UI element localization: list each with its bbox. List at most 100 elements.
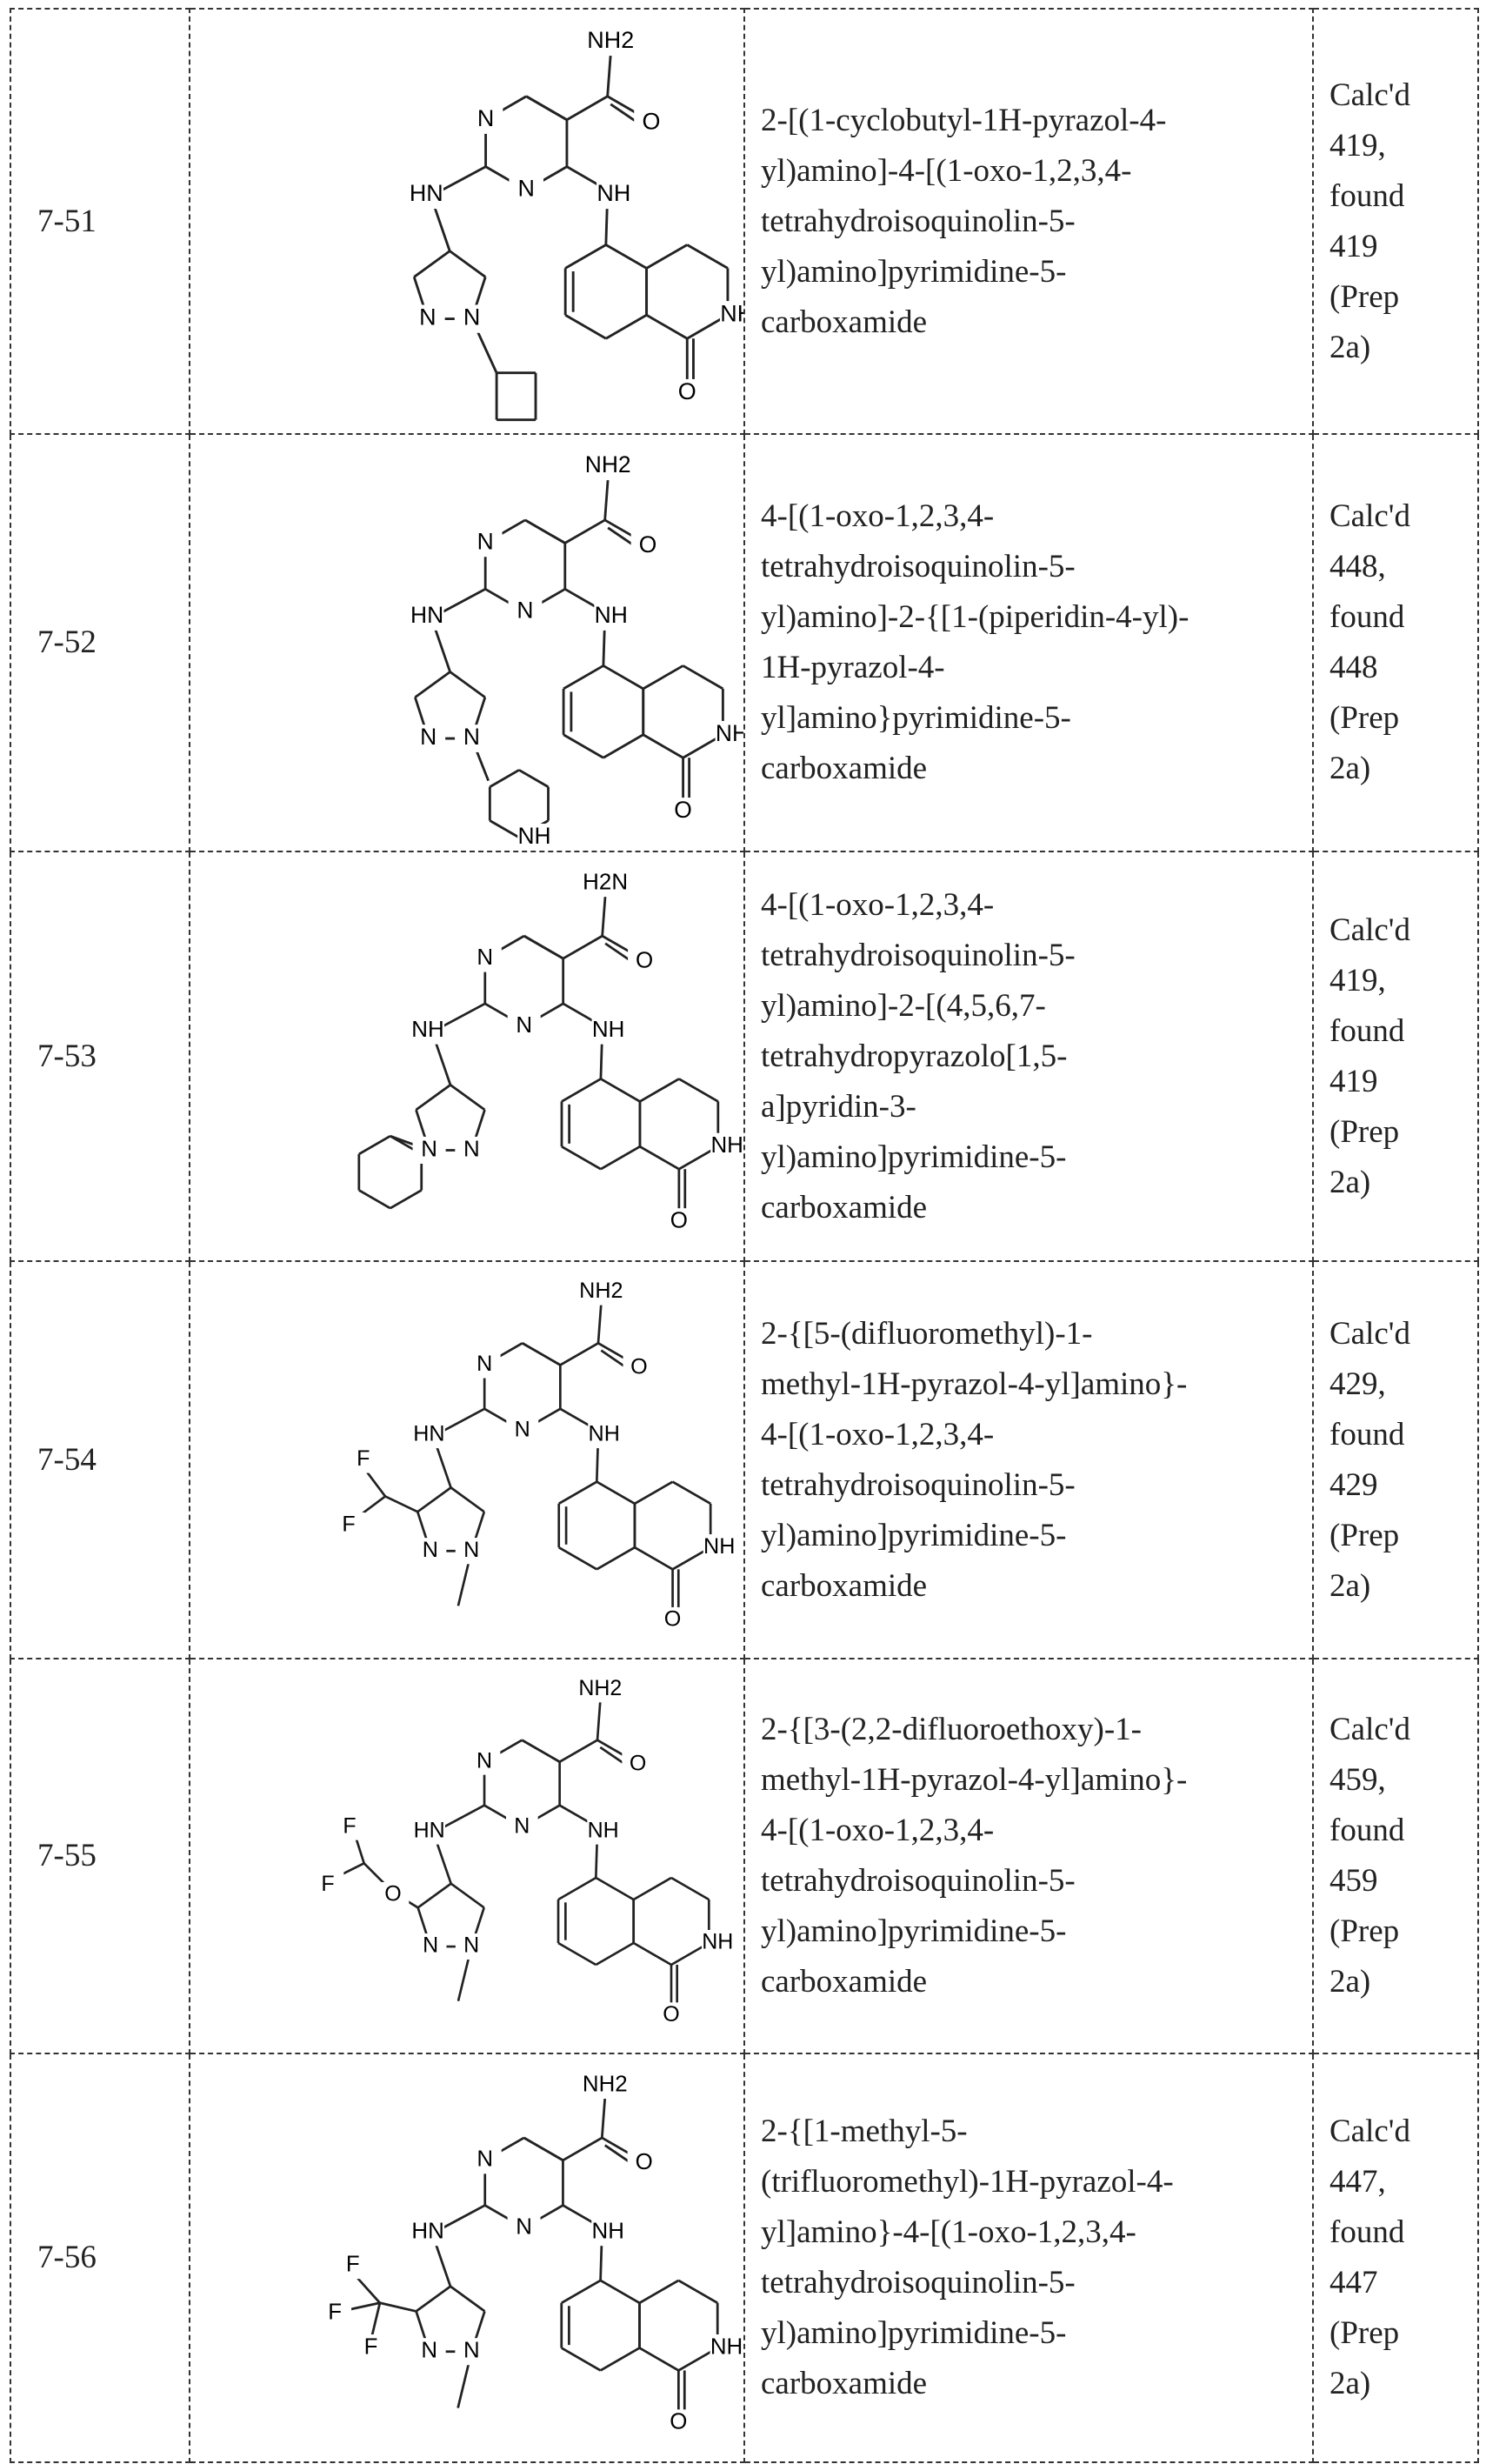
lactam-nh-label: NH	[716, 720, 743, 746]
lactam-bond	[643, 735, 683, 758]
oxygen-label: O	[670, 1209, 688, 1233]
nitrogen-label: N	[514, 1813, 530, 1838]
mass-spec-line: Calc'd	[1329, 1705, 1477, 1755]
benzene-bond	[562, 1078, 601, 1101]
pyrazole-bond	[451, 1884, 484, 1908]
compound-name-line: yl)amino]pyrimidine-5-	[761, 1906, 1305, 1957]
compound-name: 2-{[1-methyl-5-(trifluoromethyl)-1H-pyra…	[744, 2053, 1313, 2462]
piperidine-nh-label: NH	[517, 823, 550, 849]
lactam-nh-label: NH	[720, 300, 743, 326]
mass-spec-data: Calc'd419,found419(Prep2a)	[1313, 9, 1478, 434]
lactam-bond	[647, 315, 688, 338]
nitrogen-label: N	[463, 1933, 479, 1958]
mass-spec-line: 2a)	[1329, 2359, 1477, 2409]
bond	[560, 1740, 597, 1762]
mass-spec-line: (Prep	[1329, 2308, 1477, 2359]
lactam-bond	[640, 2280, 679, 2303]
compound-id: 7-51	[10, 9, 190, 434]
bond	[523, 1343, 561, 1365]
mass-spec-line: found	[1329, 2207, 1477, 2258]
mass-spec-line: 459	[1329, 1856, 1477, 1906]
bond	[436, 1041, 450, 1085]
nitrogen-label: N	[463, 1538, 479, 1562]
lactam-bond	[678, 2280, 717, 2303]
bond	[443, 1409, 484, 1431]
bond	[443, 589, 485, 611]
lactam-bond	[683, 665, 723, 688]
mass-spec-line: 447,	[1329, 2157, 1477, 2207]
bond	[385, 1496, 417, 1512]
oxygen-label: O	[630, 1354, 648, 1379]
mass-spec-data: Calc'd447,found447(Prep2a)	[1313, 2053, 1478, 2462]
oxygen-label: O	[630, 1752, 646, 1776]
benzene-bond	[558, 1878, 596, 1900]
compound-name-line: yl)amino]-2-{[1-(piperidin-4-yl)-	[761, 592, 1305, 643]
bond	[602, 2097, 604, 2138]
table-row: 7-53NNH2NONHNHNHONN4-[(1-oxo-1,2,3,4-tet…	[10, 851, 1478, 1261]
compound-name-line: 4-[(1-oxo-1,2,3,4-	[761, 880, 1305, 931]
compound-table: 7-51NNNH2OHNNHNHONN2-[(1-cyclobutyl-1H-p…	[10, 8, 1479, 2463]
compound-name-line: methyl-1H-pyrazol-4-yl]amino}-	[761, 1755, 1305, 1806]
oxygen-label: O	[642, 108, 660, 134]
lactam-bond	[647, 244, 688, 268]
benzene-bond	[601, 2348, 640, 2371]
benzene-bond	[565, 244, 606, 268]
compound-name-line: yl)amino]pyrimidine-5-	[761, 2308, 1305, 2359]
mass-spec-line: (Prep	[1329, 272, 1477, 323]
amine-hn-label: HN	[414, 1818, 445, 1842]
bond	[608, 54, 611, 97]
bond	[560, 1343, 598, 1365]
amine-hn-label: HN	[411, 2220, 443, 2244]
mass-spec-line: 419,	[1329, 956, 1477, 1006]
benzene-bond	[596, 1943, 633, 1965]
table-row: 7-55OFFNNNH2OHNNHNHONN2-{[3-(2,2-difluor…	[10, 1659, 1478, 2053]
pyrazole-bond	[450, 251, 485, 277]
oxygen-label: O	[663, 2002, 679, 2027]
fluorine-label: F	[328, 2300, 342, 2325]
compound-name-line: yl]amino}-4-[(1-oxo-1,2,3,4-	[761, 2207, 1305, 2258]
pyrazole-bond	[417, 1487, 450, 1512]
mass-spec-data: Calc'd429,found429(Prep2a)	[1313, 1261, 1478, 1659]
compound-name-line: yl)amino]-4-[(1-oxo-1,2,3,4-	[761, 146, 1305, 197]
nitrogen-label: N	[463, 304, 480, 331]
bond	[435, 627, 450, 671]
amine-nh-label: NH	[596, 180, 630, 206]
benzene-bond	[565, 315, 606, 338]
oxygen-label: O	[678, 378, 696, 404]
nitrogen-label: N	[477, 528, 494, 554]
compound-name-line: 2-[(1-cyclobutyl-1H-pyrazol-4-	[761, 96, 1305, 146]
bond	[519, 770, 549, 786]
structure-drawing: FFFNNNH2OHNNHNHONN	[190, 2055, 743, 2461]
mass-spec-line: Calc'd	[1329, 2107, 1477, 2157]
compound-name-line: 2-{[3-(2,2-difluoroethoxy)-1-	[761, 1705, 1305, 1755]
bond	[436, 1446, 451, 1488]
table-row: 7-56FFFNNNH2OHNNHNHONN2-{[1-methyl-5-(tr…	[10, 2053, 1478, 2462]
compound-name-line: carboxamide	[761, 2359, 1305, 2409]
mass-spec-line: found	[1329, 1410, 1477, 1460]
pyrazole-bond	[414, 251, 450, 277]
compound-name-line: 4-[(1-oxo-1,2,3,4-	[761, 1410, 1305, 1460]
compound-id: 7-52	[10, 434, 190, 851]
amide-nh2-label: H2N	[583, 870, 628, 894]
nitrogen-label: N	[518, 176, 535, 202]
nitrogen-label: N	[421, 1137, 437, 1161]
compound-name: 2-[(1-cyclobutyl-1H-pyrazol-4-yl)amino]-…	[744, 9, 1313, 434]
oxygen-label: O	[664, 1607, 682, 1632]
nitrogen-label: N	[516, 2214, 532, 2239]
compound-name-line: carboxamide	[761, 744, 1305, 794]
compound-name-line: 4-[(1-oxo-1,2,3,4-	[761, 491, 1305, 542]
bond	[436, 1841, 451, 1883]
pyrazole-bond	[450, 671, 485, 697]
table-row: 7-52NHNNNH2OHNNHNHONN4-[(1-oxo-1,2,3,4-t…	[10, 434, 1478, 851]
fluorine-label: F	[342, 1512, 355, 1537]
benzene-bond	[596, 1547, 635, 1569]
mass-spec-line: (Prep	[1329, 1906, 1477, 1957]
mass-spec-line: found	[1329, 1006, 1477, 1057]
amine-nh-label: NH	[595, 602, 628, 628]
compound-name-line: tetrahydropyrazolo[1,5-	[761, 1032, 1305, 1082]
nitrogen-label: N	[477, 105, 494, 131]
oxygen-label: O	[670, 2410, 687, 2434]
bond	[563, 2138, 602, 2160]
mass-spec-line: 429	[1329, 1460, 1477, 1511]
compound-id: 7-53	[10, 851, 190, 1261]
